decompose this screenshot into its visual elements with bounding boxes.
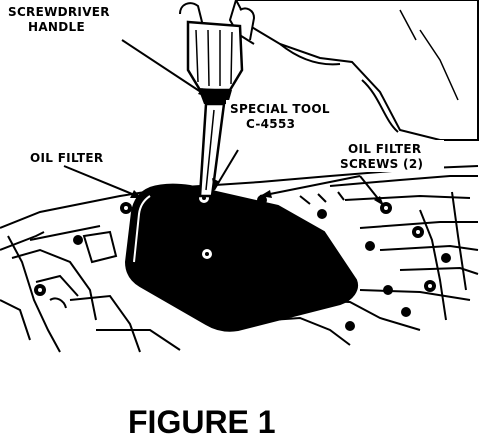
special-tool-shape xyxy=(198,102,226,198)
label-screwdriver-line1: SCREWDRIVER xyxy=(8,5,110,19)
label-screwdriver-line2: HANDLE xyxy=(28,20,85,34)
leader-oil-filter xyxy=(63,165,143,199)
label-special-tool-line1: SPECIAL TOOL xyxy=(230,102,330,116)
figure-caption: FIGURE 1 xyxy=(128,404,276,440)
leader-oil-filter-screws xyxy=(259,175,361,197)
label-special-tool-line2: C-4553 xyxy=(246,117,295,131)
label-oil-filter-screws-line1: OIL FILTER xyxy=(348,142,421,156)
label-oil-filter-screws-line2: SCREWS (2) xyxy=(340,157,423,171)
callout-labels: SCREWDRIVER HANDLE SPECIAL TOOL C-4553 O… xyxy=(4,4,444,172)
leader-screwdriver-handle xyxy=(121,39,211,99)
hand-illustration xyxy=(179,0,479,141)
screwdriver-handle-shape xyxy=(186,20,244,104)
oil-filter-shape xyxy=(124,183,358,332)
label-oil-filter: OIL FILTER xyxy=(30,151,103,165)
